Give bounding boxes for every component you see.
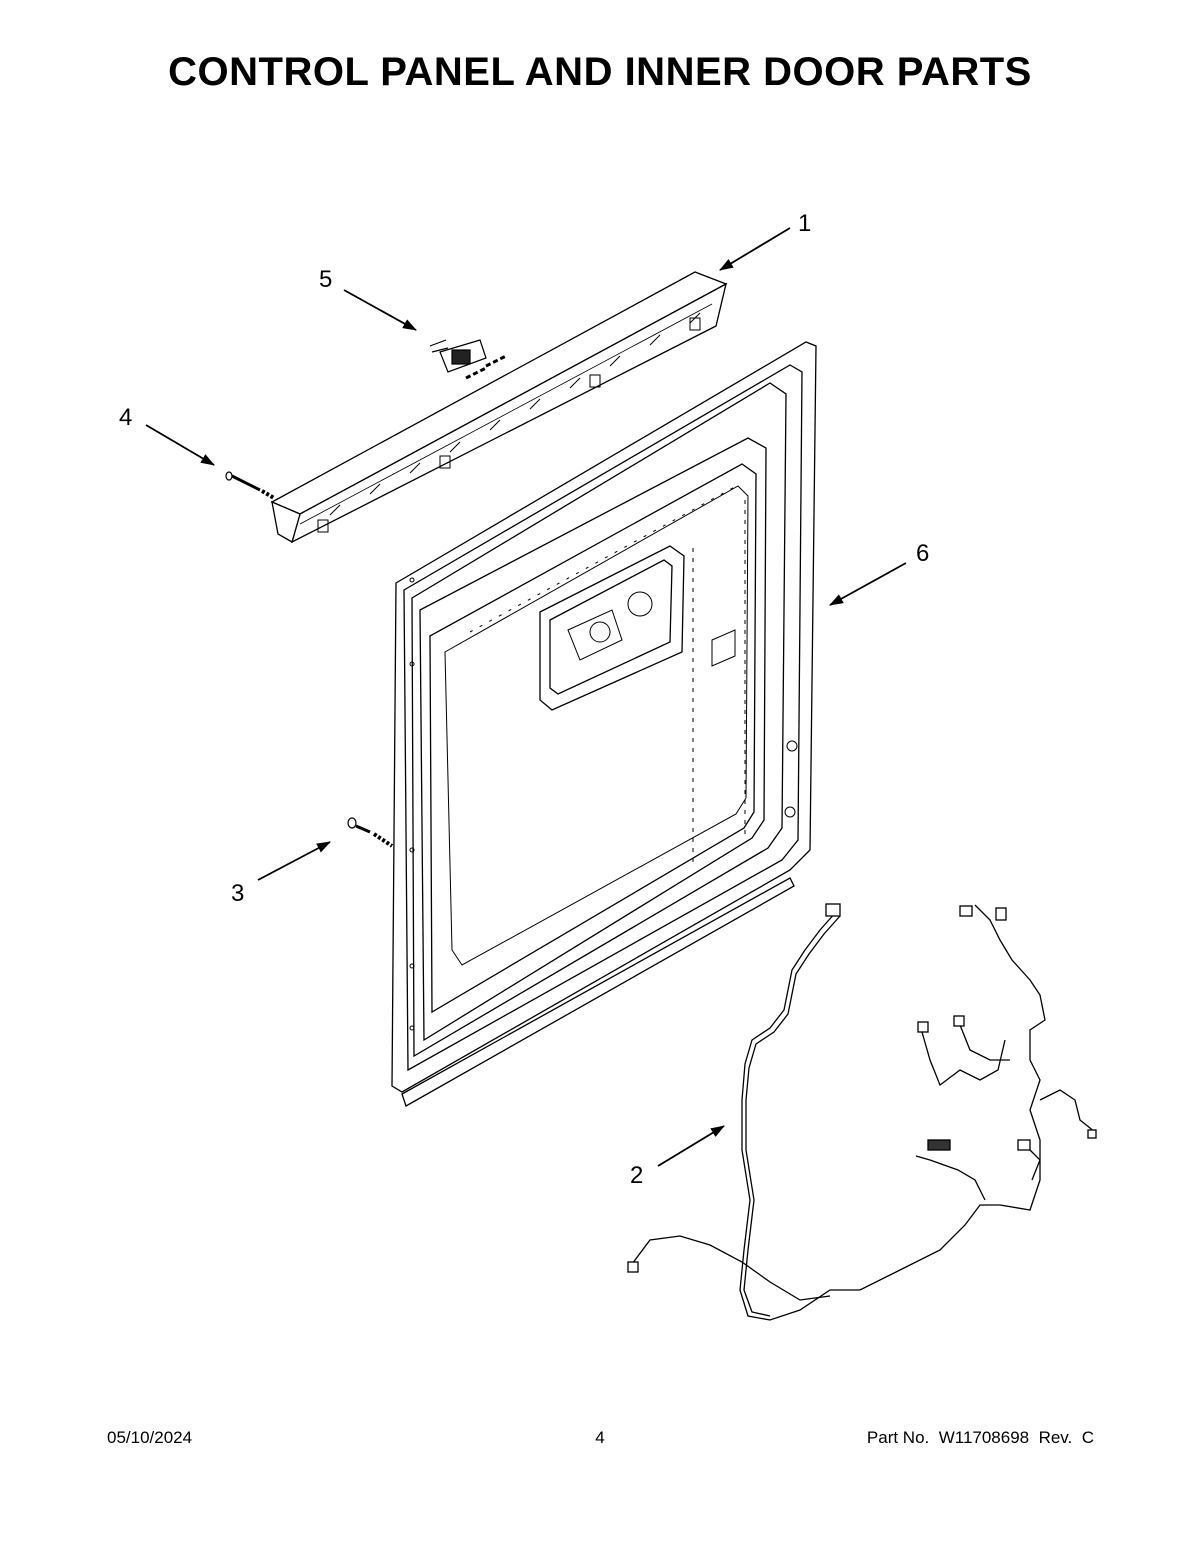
callout-2: 2 xyxy=(630,1162,644,1189)
footer-part-number: Part No. W11708698 Rev. C xyxy=(866,1428,1094,1447)
arrow-6 xyxy=(829,562,907,606)
callout-arrows xyxy=(145,227,907,1167)
arrow-3 xyxy=(257,841,331,881)
control-panel-part xyxy=(270,271,728,544)
callout-6: 6 xyxy=(916,540,930,567)
arrow-1 xyxy=(719,227,791,271)
wiring-harness-part xyxy=(627,903,1097,1321)
callout-5: 5 xyxy=(319,266,333,293)
screw-part-4 xyxy=(225,471,276,500)
callout-3: 3 xyxy=(231,880,245,907)
footer-date: 05/10/2024 xyxy=(107,1428,193,1447)
arrow-4 xyxy=(145,424,215,466)
callout-1: 1 xyxy=(798,210,812,237)
switch-part xyxy=(429,339,507,380)
screw-part-3 xyxy=(347,817,394,848)
arrow-5 xyxy=(343,289,417,331)
inner-door-part xyxy=(391,341,817,1107)
footer-page-number: 4 xyxy=(595,1428,605,1447)
callout-4: 4 xyxy=(119,404,133,431)
arrow-2 xyxy=(657,1125,725,1167)
page-title: CONTROL PANEL AND INNER DOOR PARTS xyxy=(168,50,1032,94)
